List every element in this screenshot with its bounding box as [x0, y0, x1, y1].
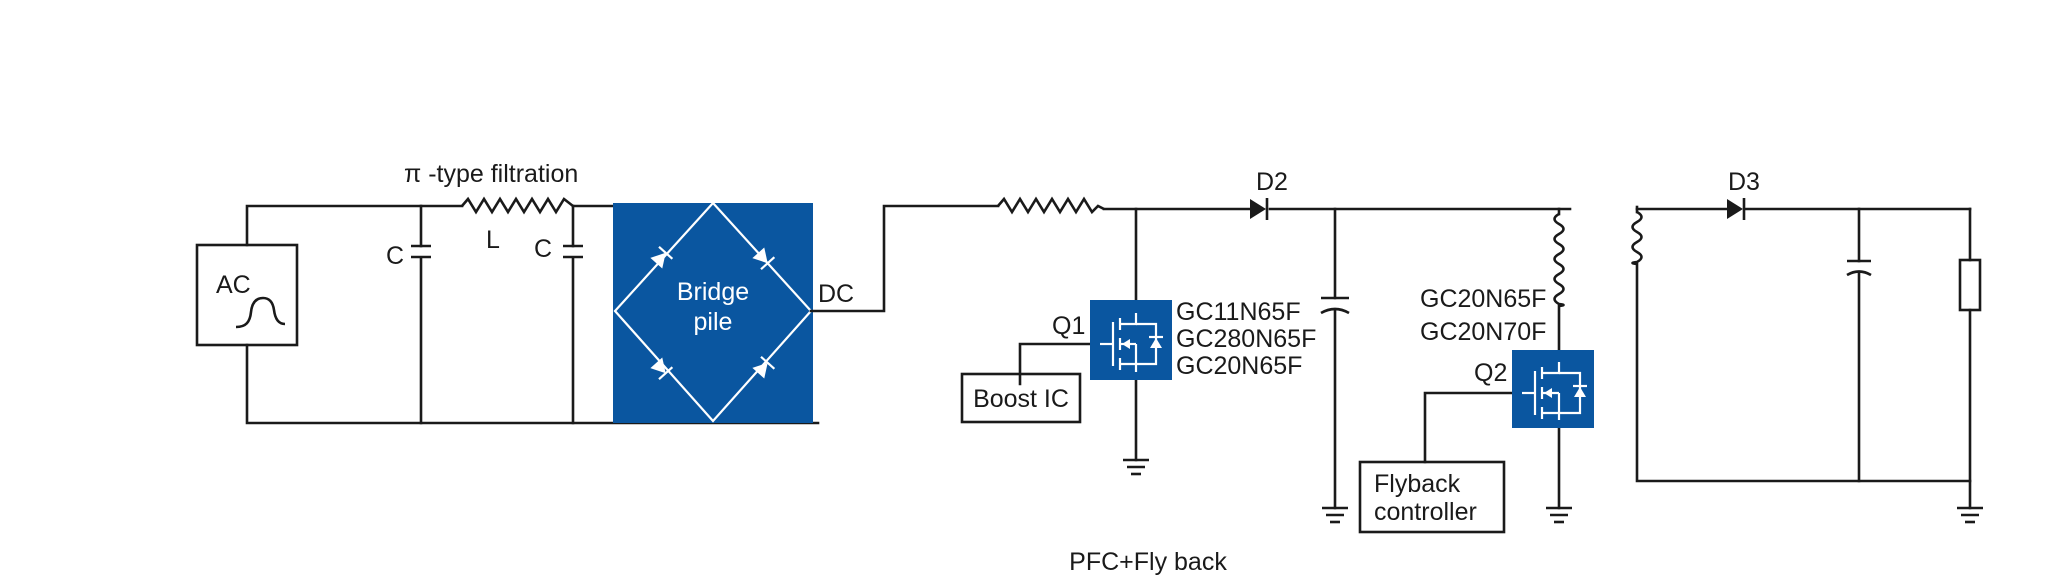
capacitor-output [1846, 259, 1872, 277]
filter-title: π -type filtration [404, 160, 578, 188]
mosfet-icon [1100, 313, 1163, 372]
bridge-pile: Bridge pile [613, 201, 813, 423]
ac-label: AC [216, 271, 251, 299]
capacitor-c2-label: C [534, 235, 552, 263]
boost-ic-box: Boost IC [960, 372, 1082, 424]
diode-d2 [1250, 198, 1269, 220]
d2-label: D2 [1256, 168, 1288, 196]
ground-icon [1123, 458, 1149, 476]
q1-part-3: GC20N65F [1176, 352, 1302, 380]
q2-part-2: GC20N70F [1420, 318, 1546, 346]
mosfet-q2 [1512, 350, 1594, 428]
pfc-wiring [809, 204, 1572, 510]
q1-label: Q1 [1052, 312, 1085, 340]
inductor-l-filter [461, 196, 574, 215]
capacitor-c2 [563, 244, 583, 259]
inductor-label: L [486, 226, 500, 254]
ground-icon [1322, 506, 1348, 524]
q2-part-1: GC20N65F [1420, 285, 1546, 313]
diode-icon [650, 357, 674, 381]
q2-label: Q2 [1474, 359, 1507, 387]
diode-icon [752, 355, 776, 379]
flyback-controller-box: Flyback controller [1358, 460, 1506, 534]
q1-part-2: GC280N65F [1176, 325, 1316, 353]
diode-icon [752, 247, 776, 271]
flyback-secondary-wiring [1635, 205, 1972, 510]
flyback-controller-line1: Flyback [1374, 470, 1461, 498]
capacitor-bulk [1320, 296, 1350, 315]
diode-icon [650, 245, 674, 269]
mosfet-q1 [1090, 300, 1172, 380]
q1-part-1: GC11N65F [1176, 298, 1301, 326]
transformer-primary-winding [1553, 212, 1565, 308]
capacitor-c1-label: C [386, 242, 404, 270]
diode-d3 [1727, 198, 1746, 220]
mosfet-icon [1522, 362, 1587, 420]
diagram-caption: PFC+Fly back [1069, 548, 1227, 576]
boost-ic-label: Boost IC [973, 385, 1069, 413]
ground-icon [1546, 506, 1572, 524]
flyback-controller-line2: controller [1374, 498, 1477, 526]
sine-wave-icon [235, 296, 286, 329]
dc-label: DC [818, 280, 854, 308]
bridge-label-line1: Bridge [677, 278, 749, 306]
bridge-label-line2: pile [694, 308, 733, 336]
ground-icon [1957, 506, 1983, 524]
transformer-secondary-winding [1631, 210, 1643, 266]
resistor-series [997, 196, 1105, 215]
ac-source: AC [195, 243, 299, 347]
flyback-primary-wiring [1423, 207, 1561, 510]
d3-label: D3 [1728, 168, 1760, 196]
capacitor-c1 [411, 244, 431, 259]
load-resistor [1958, 258, 1982, 312]
